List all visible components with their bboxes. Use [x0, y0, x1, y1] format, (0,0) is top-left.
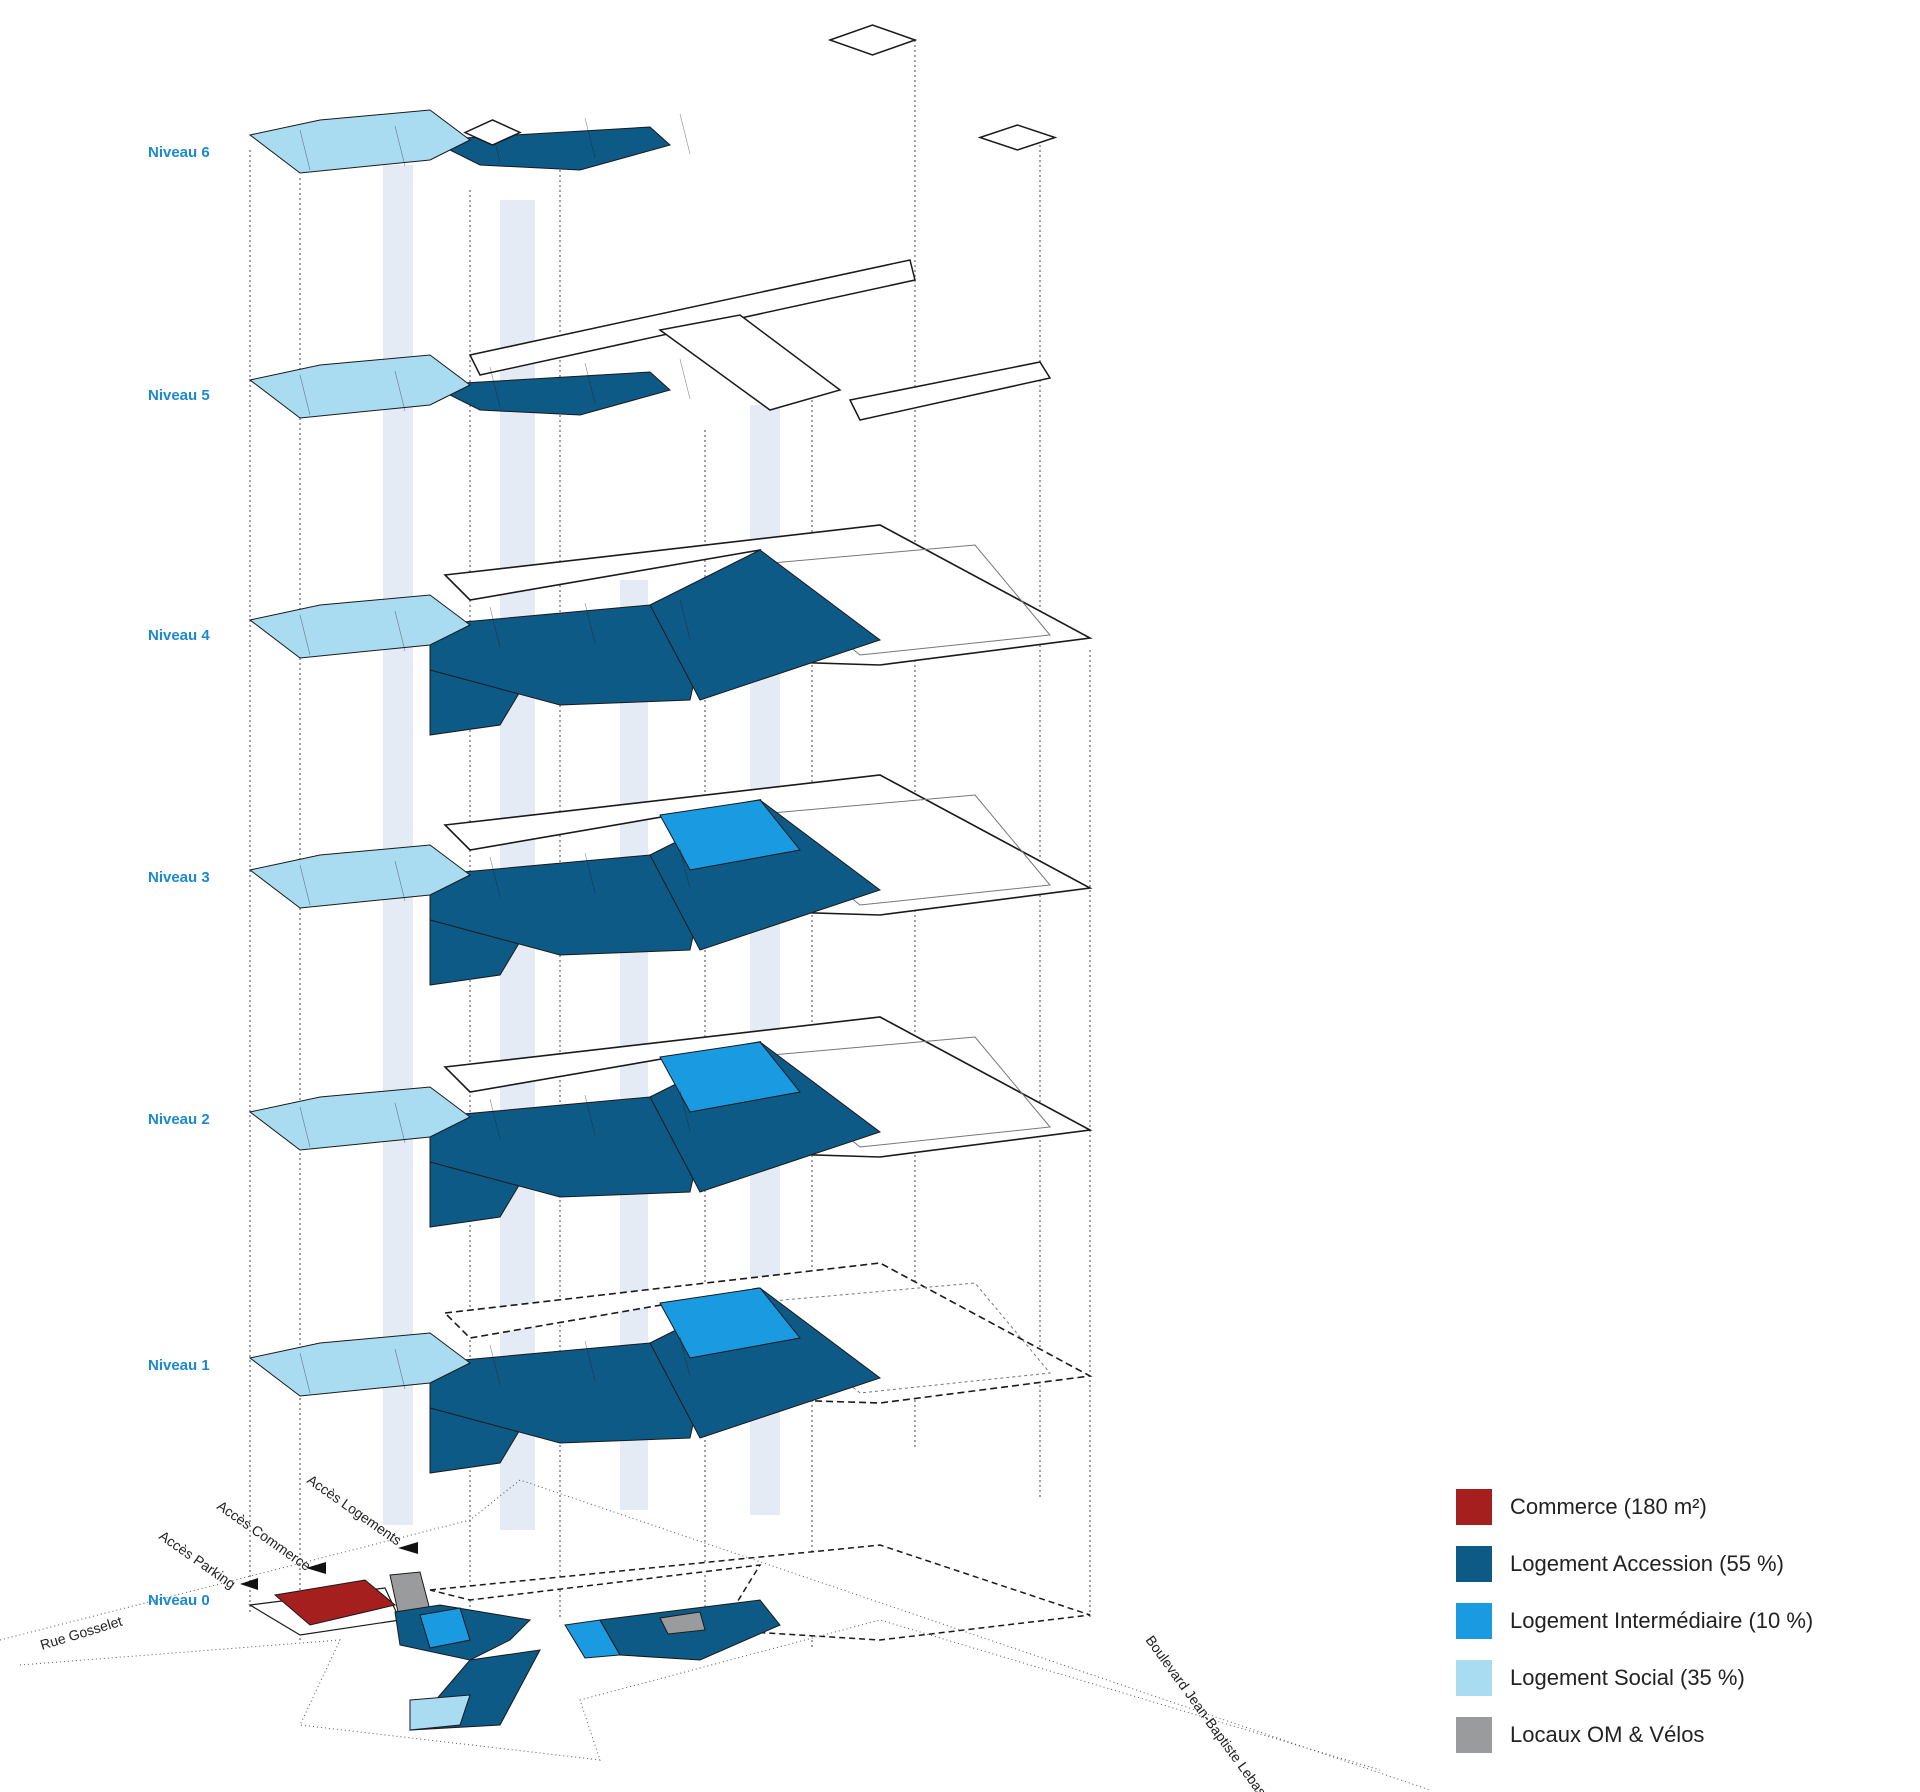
- partition-line: [299, 614, 311, 656]
- legend-swatch-commerce: [1456, 1488, 1492, 1525]
- partition-line: [394, 610, 406, 652]
- legend-label-social: Logement Social (35 %): [1510, 1664, 1745, 1690]
- plot-boundary-line: [19, 1619, 1381, 1771]
- street-label-rue-gosselet: Rue Gosselet: [38, 1613, 124, 1653]
- east-bar-plate: [848, 361, 1052, 421]
- social-wing: [248, 1086, 471, 1151]
- floor-plate-niveau-5: [248, 259, 1052, 421]
- legend-item-accession: Logement Accession (55 %): [1456, 1535, 1813, 1592]
- ground-east-locaux: [659, 1611, 706, 1635]
- partition-line: [679, 1090, 691, 1132]
- partition-line: [584, 362, 596, 404]
- access-arrow-parking: [240, 1578, 258, 1590]
- rooftop-tower-2: [977, 124, 1058, 151]
- partition-line: [394, 370, 406, 412]
- legend-label-locaux: Locaux OM & Vélos: [1510, 1721, 1705, 1747]
- legend-swatch-locaux: [1456, 1716, 1492, 1753]
- legend: Commerce (180 m²) Logement Accession (55…: [1456, 1478, 1813, 1763]
- social-wing: [248, 1332, 471, 1397]
- partition-line: [299, 374, 311, 416]
- access-labels: Accès Parking Accès Commerce Accès Logem…: [156, 1471, 418, 1592]
- courtyard-outline: [748, 1282, 1051, 1394]
- level-labels: Niveau 6 Niveau 5 Niveau 4 Niveau 3 Nive…: [148, 144, 210, 1609]
- level-label-6: Niveau 6: [148, 144, 210, 161]
- legend-item-locaux: Locaux OM & Vélos: [1456, 1706, 1813, 1763]
- partition-line: [299, 1106, 311, 1148]
- ground-annex-social: [409, 1694, 471, 1731]
- level-label-5: Niveau 5: [148, 387, 210, 404]
- partition-line: [584, 117, 596, 159]
- legend-swatch-accession: [1456, 1545, 1492, 1582]
- partition-line: [584, 1340, 596, 1382]
- social-wing: [248, 109, 471, 174]
- partition-line: [489, 606, 501, 648]
- partition-line: [489, 856, 501, 898]
- legend-label-commerce: Commerce (180 m²): [1510, 1493, 1707, 1519]
- partition-line: [489, 366, 501, 408]
- legend-item-commerce: Commerce (180 m²): [1456, 1478, 1813, 1535]
- legend-swatch-intermediaire: [1456, 1602, 1492, 1639]
- legend-label-accession: Logement Accession (55 %): [1510, 1550, 1784, 1576]
- locaux-block: [389, 1571, 431, 1613]
- partition-line: [299, 864, 311, 906]
- rooftop-towers: [463, 24, 1058, 151]
- corridor-plate: [468, 259, 916, 376]
- social-wing: [248, 594, 471, 659]
- access-label-commerce: Accès Commerce: [214, 1497, 314, 1574]
- commerce-block: [273, 1579, 397, 1626]
- social-wing: [248, 354, 471, 419]
- partition-line: [489, 1098, 501, 1140]
- legend-swatch-social: [1456, 1659, 1492, 1696]
- floor-plate-niveau-3: [248, 774, 1093, 986]
- floor-plate-niveau-4: [248, 524, 1093, 736]
- access-arrow-commerce: [306, 1562, 326, 1574]
- rooftop-tower-0: [463, 119, 522, 146]
- ground-white-plate: [429, 1544, 1091, 1641]
- intermediaire-block: [659, 799, 801, 871]
- partition-line: [394, 125, 406, 167]
- annex-plate: [658, 314, 842, 411]
- legend-item-social: Logement Social (35 %): [1456, 1649, 1813, 1706]
- level-label-4: Niveau 4: [148, 627, 210, 644]
- access-label-parking: Accès Parking: [156, 1527, 238, 1591]
- level-label-2: Niveau 2: [148, 1111, 210, 1128]
- partition-line: [394, 1102, 406, 1144]
- level-label-1: Niveau 1: [148, 1357, 210, 1374]
- partition-line: [679, 358, 691, 400]
- floor-plate-niveau-2: [248, 1016, 1093, 1228]
- access-arrow-logements: [398, 1542, 418, 1554]
- partition-line: [489, 1344, 501, 1386]
- accession-arm: [649, 549, 882, 701]
- partition-line: [679, 1336, 691, 1378]
- partition-line: [584, 602, 596, 644]
- partition-line: [394, 1348, 406, 1390]
- intermediaire-block: [659, 1287, 801, 1359]
- partition-line: [584, 1094, 596, 1136]
- floor-plates: [248, 109, 1093, 1474]
- legend-item-intermediaire: Logement Intermédiaire (10 %): [1456, 1592, 1813, 1649]
- accession-wing: [428, 371, 672, 416]
- ground-level: [0, 1479, 1431, 1791]
- legend-label-intermediaire: Logement Intermédiaire (10 %): [1510, 1607, 1814, 1633]
- level-label-3: Niveau 3: [148, 869, 210, 886]
- floor-plate-niveau-6: [248, 109, 691, 174]
- rooftop-tower-1: [827, 24, 918, 56]
- street-label-boulevard: Boulevard Jean-Baptiste Lebas: [1143, 1632, 1270, 1792]
- partition-line: [679, 598, 691, 640]
- partition-line: [584, 852, 596, 894]
- floor-plate-niveau-1: [248, 1262, 1093, 1474]
- social-wing: [248, 844, 471, 909]
- level-label-0: Niveau 0: [148, 1592, 210, 1609]
- partition-line: [679, 113, 691, 155]
- partition-line: [299, 1352, 311, 1394]
- intermediaire-block: [659, 1041, 801, 1113]
- partition-line: [394, 860, 406, 902]
- partition-line: [679, 848, 691, 890]
- ground-intermediaire: [419, 1607, 471, 1649]
- partition-line: [299, 129, 311, 171]
